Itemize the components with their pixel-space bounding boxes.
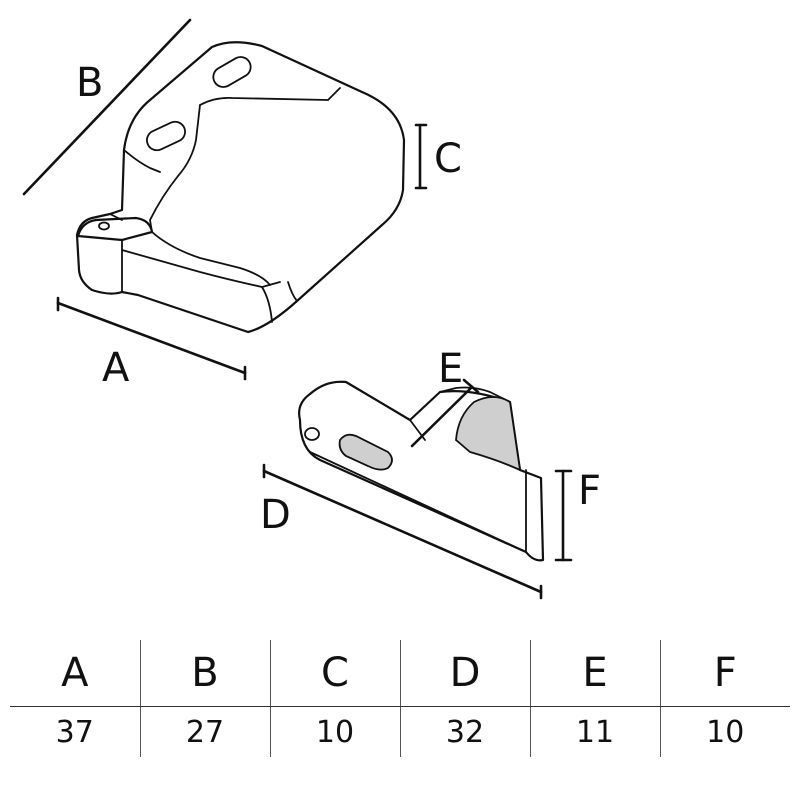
value-cell-f: 10 xyxy=(659,706,790,757)
label-d: D xyxy=(260,492,291,538)
strike-plate-part xyxy=(298,380,545,562)
header-cell-b: B xyxy=(139,640,270,707)
label-a: A xyxy=(102,345,130,391)
value-cell-b: 27 xyxy=(139,706,270,757)
dimensions-table: A B C D E F 37 27 10 32 11 10 xyxy=(10,640,790,757)
label-c: C xyxy=(434,136,462,182)
dimension-line-a xyxy=(56,301,247,375)
table-value-row: 37 27 10 32 11 10 xyxy=(10,706,790,757)
value-cell-d: 32 xyxy=(399,706,530,757)
dimension-line-d xyxy=(262,469,543,594)
technical-drawing: B A C E D F xyxy=(22,18,601,600)
table-header-row: A B C D E F xyxy=(10,640,790,707)
value-cell-a: 37 xyxy=(55,714,94,750)
value-cell-e: 11 xyxy=(529,706,660,757)
dimension-line-e xyxy=(410,385,474,448)
label-b: B xyxy=(76,60,103,106)
label-f: F xyxy=(578,468,601,514)
header-cell-d: D xyxy=(399,640,530,707)
header-cell-c: C xyxy=(269,640,400,707)
header-cell-f: F xyxy=(659,640,790,707)
header-cell-e: E xyxy=(529,640,660,707)
dimension-line-b xyxy=(22,18,192,196)
label-e: E xyxy=(438,346,463,392)
latch-body-part xyxy=(75,41,406,334)
header-cell-a: A xyxy=(10,640,140,707)
value-cell-c: 10 xyxy=(269,706,400,757)
